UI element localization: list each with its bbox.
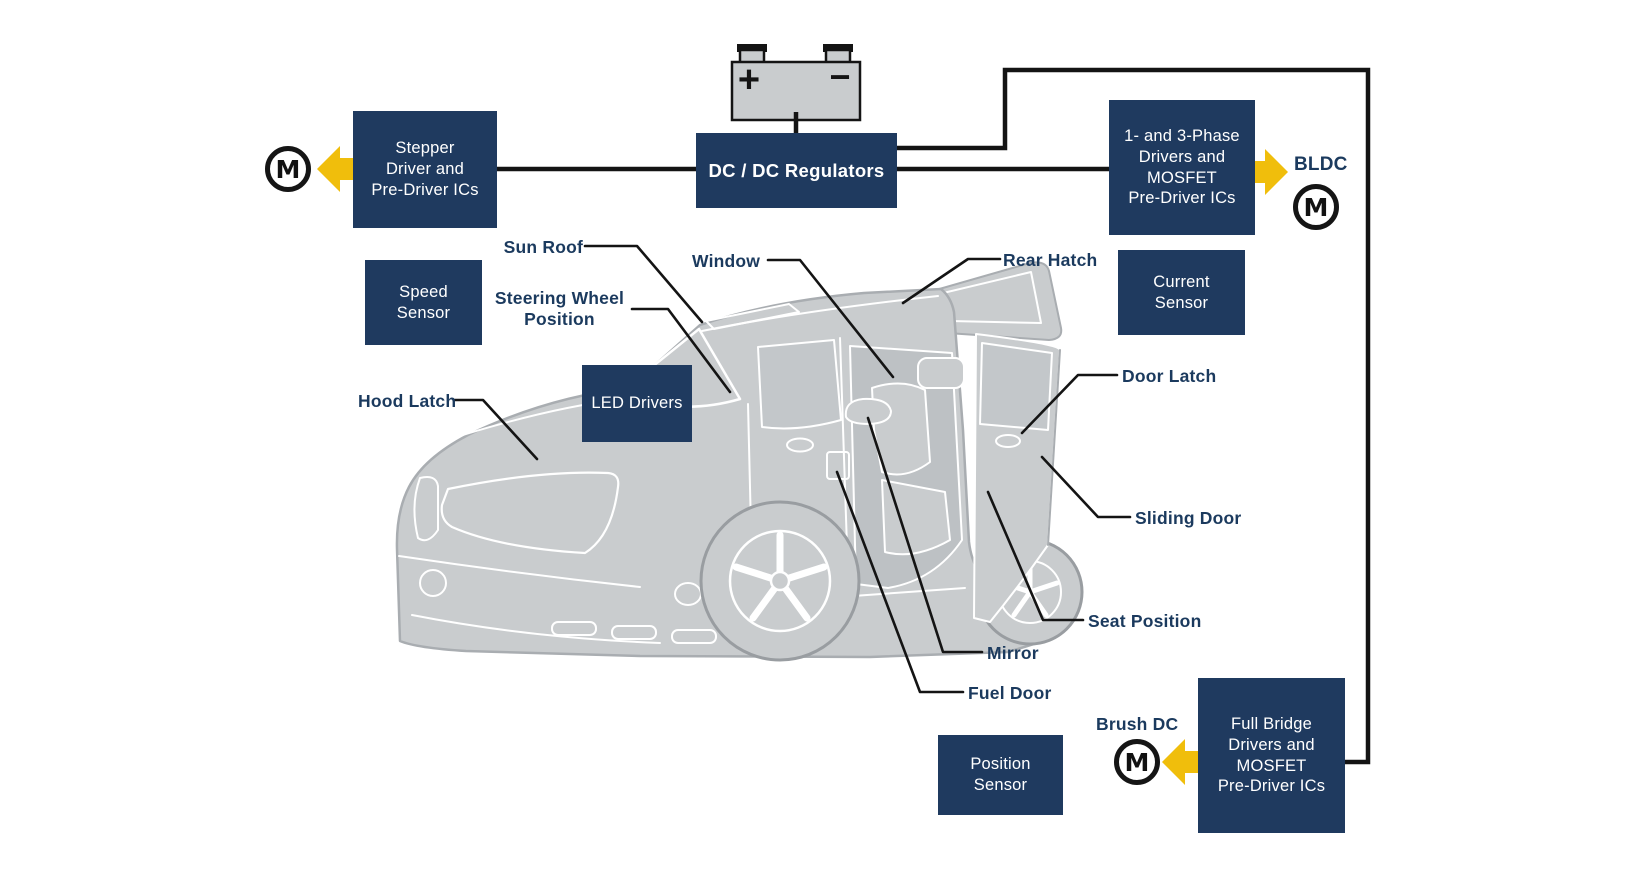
box-position-sensor: Position Sensor	[938, 735, 1063, 815]
box-speed-sensor-label: Speed Sensor	[396, 282, 451, 322]
box-dc-dc-regulators: DC / DC Regulators	[696, 133, 897, 208]
box-current-sensor: Current Sensor	[1118, 250, 1245, 335]
sliding-door-window	[979, 342, 1053, 431]
brush-dc-motor-symbol: M	[1114, 739, 1160, 785]
front-wheel	[699, 500, 861, 662]
box-full-bridge-drivers-label: Full Bridge Drivers and MOSFET Pre-Drive…	[1217, 714, 1326, 796]
battery-terminal-cap	[823, 44, 853, 52]
bumper-slot	[551, 621, 597, 636]
battery-body	[730, 60, 862, 122]
motor-arrows	[317, 146, 1288, 785]
bumper-skirt	[411, 614, 661, 644]
box-1-3-phase-drivers: 1- and 3-Phase Drivers and MOSFET Pre-Dr…	[1109, 100, 1255, 235]
label-seat-position: Seat Position	[1088, 611, 1202, 631]
box-led-drivers-label: LED Drivers	[591, 394, 683, 413]
sliding-door-handle	[995, 434, 1021, 448]
label-fuel-door: Fuel Door	[968, 683, 1052, 703]
pointer-line-rear-hatch	[901, 257, 1002, 305]
brush-dc-motor-arrow	[1162, 739, 1200, 785]
battery-terminal-cap	[737, 44, 767, 52]
box-full-bridge-drivers: Full Bridge Drivers and MOSFET Pre-Drive…	[1198, 678, 1345, 833]
box-stepper-driver-label: Stepper Driver and Pre-Driver ICs	[371, 139, 479, 199]
pointer-line-hood-latch	[453, 398, 539, 461]
pointer-line-mirror	[866, 416, 984, 654]
box-position-sensor-label: Position Sensor	[970, 755, 1031, 794]
stepper-motor-arrow	[317, 146, 355, 192]
box-dc-dc-regulators-label: DC / DC Regulators	[708, 159, 885, 181]
label-sun-roof: Sun Roof	[503, 237, 583, 257]
pointer-line-seat-position	[986, 490, 1085, 622]
fog-lamp-left	[419, 569, 447, 597]
pointer-line-steering	[630, 307, 732, 394]
label-brush-dc: Brush DC	[1096, 714, 1179, 734]
label-hood-latch: Hood Latch	[358, 391, 457, 411]
bldc-motor-arrow	[1251, 149, 1288, 195]
side-mirror	[844, 397, 892, 425]
pointer-line-sun-roof	[583, 244, 704, 324]
pointer-line-sliding-door	[1040, 455, 1132, 519]
quarter-window-through-door	[917, 357, 965, 389]
label-rear-hatch: Rear Hatch	[1003, 250, 1098, 270]
label-bldc: BLDC	[1294, 154, 1348, 175]
bumper-slot	[671, 629, 717, 644]
motor-letter: M	[1124, 747, 1150, 777]
seat-base	[881, 479, 951, 556]
minivan-illustration	[395, 287, 1084, 662]
label-mirror: Mirror	[987, 643, 1039, 663]
grille	[440, 471, 620, 555]
wire-dcdc-to-fullbridge	[897, 67, 1371, 765]
label-door-latch: Door Latch	[1122, 366, 1217, 386]
bldc-motor-symbol: M	[1293, 184, 1339, 230]
label-window: Window	[692, 251, 761, 271]
motor-letter: M	[275, 154, 301, 184]
pointer-lines	[453, 244, 1132, 694]
motor-letter: M	[1303, 192, 1329, 222]
roof-line	[701, 295, 939, 332]
box-led-drivers: LED Drivers	[582, 365, 692, 442]
bumper-crease	[398, 555, 641, 588]
sun-roof-panel	[705, 303, 800, 330]
pointer-line-fuel-door	[835, 470, 965, 694]
battery-minus-icon: −	[829, 56, 850, 97]
front-door-handle	[786, 437, 814, 453]
front-door-window	[757, 339, 842, 430]
box-1-3-phase-drivers-label: 1- and 3-Phase Drivers and MOSFET Pre-Dr…	[1124, 126, 1240, 208]
battery-icon: + −	[730, 44, 862, 122]
label-steering-wheel-position: Steering Wheel Position	[494, 288, 625, 330]
pointer-line-door-latch	[1020, 373, 1119, 435]
box-speed-sensor: Speed Sensor	[365, 260, 482, 345]
stepper-motor-symbol: M	[265, 146, 311, 192]
box-stepper-driver: Stepper Driver and Pre-Driver ICs	[353, 111, 497, 228]
pointer-line-window	[766, 258, 895, 379]
box-current-sensor-label: Current Sensor	[1153, 272, 1210, 312]
label-sliding-door: Sliding Door	[1135, 508, 1242, 528]
sliding-door-open-panel	[973, 333, 1061, 623]
headlight	[413, 476, 439, 542]
fuel-door-panel	[826, 451, 850, 480]
rocker-step	[852, 587, 966, 597]
bumper-slot	[611, 625, 657, 640]
battery-plus-icon: +	[738, 59, 760, 101]
